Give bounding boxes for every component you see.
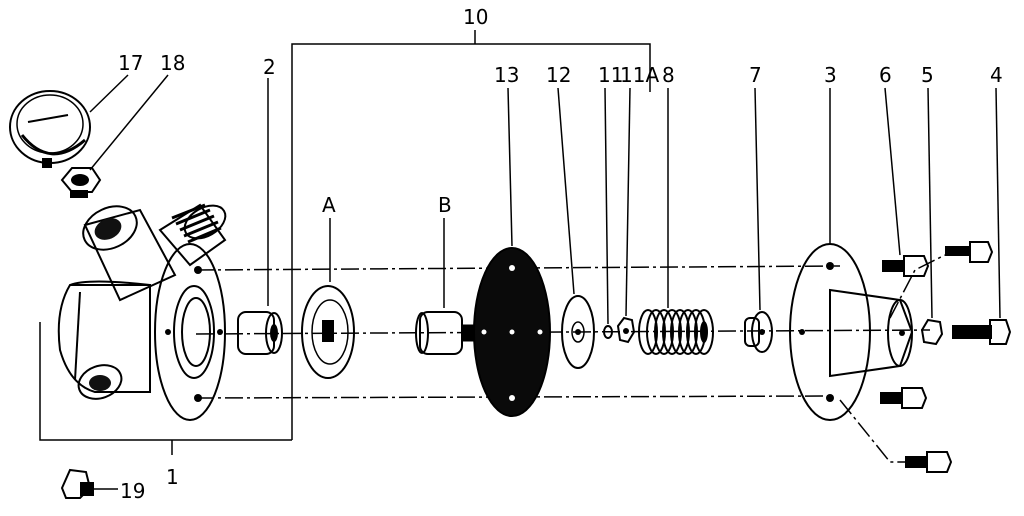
bolt-6-upper — [882, 255, 930, 277]
spring — [638, 309, 714, 355]
lower-bolt-center-line — [195, 395, 831, 399]
label-18: 18 — [160, 51, 185, 75]
label-11: 11 — [598, 63, 623, 87]
diaphragm — [473, 247, 551, 417]
lock-washer — [603, 325, 613, 339]
brackets — [39, 30, 651, 455]
washer-a — [301, 285, 355, 379]
label-1: 1 — [166, 465, 179, 489]
label-2: 2 — [263, 55, 276, 79]
bolt-upper-right — [945, 241, 994, 263]
stem-b — [415, 311, 480, 355]
label-5: 5 — [921, 63, 934, 87]
bushing — [60, 167, 102, 198]
label-8: 8 — [662, 63, 675, 87]
spring-button — [744, 311, 773, 353]
jam-nut — [920, 318, 944, 346]
label-a: A — [322, 193, 336, 217]
leader-lines — [89, 74, 1001, 325]
label-4: 4 — [990, 63, 1003, 87]
label-6: 6 — [879, 63, 892, 87]
adjusting-screw — [952, 319, 1012, 345]
label-13: 13 — [494, 63, 519, 87]
main-axis-center-line — [195, 329, 931, 335]
label-12: 12 — [546, 63, 571, 87]
label-17: 17 — [118, 51, 143, 75]
bracket-1 — [39, 322, 292, 441]
plug — [60, 468, 118, 499]
label-7: 7 — [749, 63, 762, 87]
callout-labels: 10 17 18 2 A B 13 12 11 11A 8 7 3 6 5 4 … — [118, 5, 1003, 503]
label-10: 10 — [463, 5, 488, 29]
label-19: 19 — [120, 479, 145, 503]
label-11a: 11A — [620, 63, 659, 87]
label-b: B — [438, 193, 452, 217]
bolt-6-bottom — [905, 451, 953, 473]
lower-right-bolt-center-line — [839, 399, 910, 463]
center-lines — [195, 254, 946, 463]
valve-body — [57, 203, 227, 421]
seat — [237, 311, 283, 355]
bolt-6-lower — [880, 387, 928, 409]
nut-11a — [616, 316, 636, 344]
label-3: 3 — [824, 63, 837, 87]
bracket-10 — [291, 43, 651, 440]
pressure-gauge — [9, 90, 91, 168]
diaphragm-plate — [561, 295, 595, 369]
